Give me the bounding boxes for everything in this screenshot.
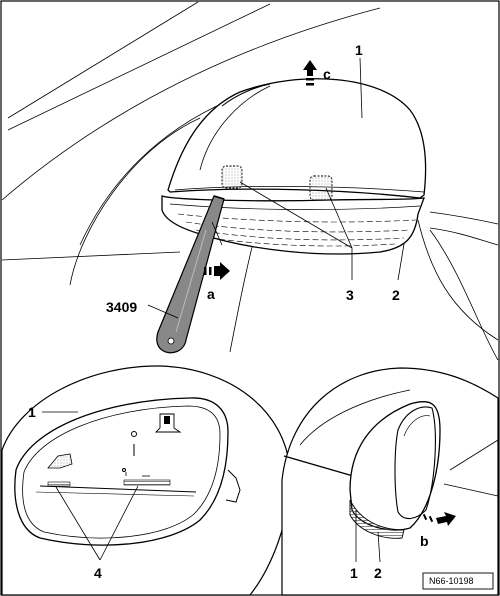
inset-right: 1 2 b xyxy=(281,367,499,596)
clip-icon-left xyxy=(47,453,73,469)
label-main-a: a xyxy=(207,286,215,302)
label-inset-right-1: 1 xyxy=(350,565,358,581)
label-inset-left-4: 4 xyxy=(94,565,102,581)
label-main-2: 2 xyxy=(392,287,400,303)
figure-ref-text: N66-10198 xyxy=(429,576,474,586)
figure-reference: N66-10198 xyxy=(422,572,494,590)
main-view xyxy=(1,1,499,361)
label-tool-3409: 3409 xyxy=(106,299,137,315)
arrow-b-right-icon xyxy=(422,512,456,526)
label-inset-right-2: 2 xyxy=(374,565,382,581)
arrow-a-right-icon xyxy=(204,262,230,280)
retaining-clip-right xyxy=(309,175,333,201)
label-inset-right-b: b xyxy=(420,533,429,549)
special-tool-3409 xyxy=(156,195,225,354)
inset-left: 1 4 xyxy=(1,365,291,596)
label-inset-left-1: 1 xyxy=(28,404,36,420)
retaining-clip-left xyxy=(221,165,243,189)
arrow-c-up-icon xyxy=(303,60,317,86)
clip-icon-right xyxy=(154,413,182,433)
label-main-3: 3 xyxy=(346,287,354,303)
label-main-1: 1 xyxy=(355,42,363,58)
label-main-c: c xyxy=(323,66,331,82)
